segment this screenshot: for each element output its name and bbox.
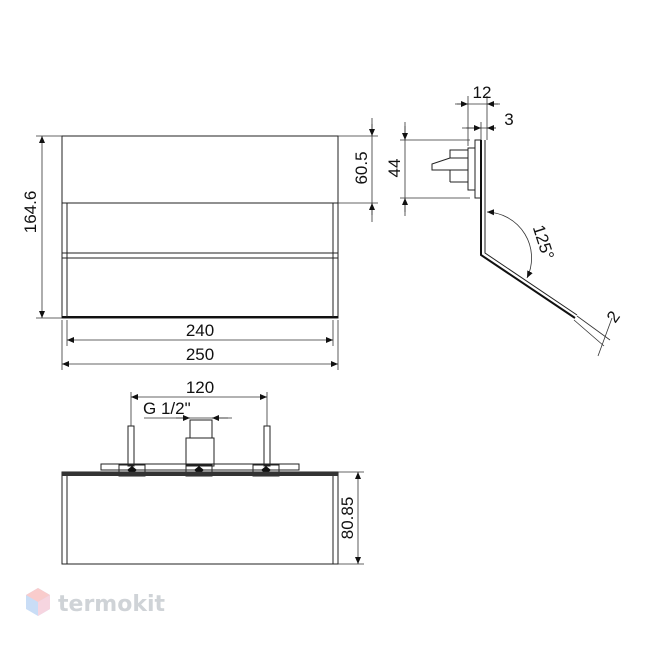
dim-side-top-height-label: 60.5 — [352, 151, 371, 184]
dim-top-depth: 80.85 — [338, 471, 364, 565]
brand-watermark: termokit — [26, 588, 165, 617]
dim-top-spacing-label: 120 — [186, 378, 214, 397]
dim-top-depth-label: 80.85 — [338, 497, 357, 540]
front-outline — [61, 135, 339, 319]
top-view — [61, 419, 339, 565]
dim-front-height-label: 164.6 — [21, 191, 40, 234]
dim-side-offset-3: 3 — [462, 110, 514, 140]
dim-top-thread-label: G 1/2" — [143, 399, 191, 418]
dim-side-thickness: 2 — [573, 308, 624, 357]
dim-top-thread: G 1/2" — [143, 399, 232, 421]
dim-top-spacing: 120 — [130, 378, 268, 426]
dim-side-plate-height: 44 — [385, 122, 470, 216]
dim-front-width-inner: 240 — [66, 320, 334, 346]
termokit-logo-icon — [26, 588, 50, 616]
brand-name: termokit — [58, 592, 165, 617]
dim-side-offset-12: 12 — [455, 83, 500, 146]
dim-side-angle: 125° — [486, 209, 558, 279]
dim-front-width-outer-label: 250 — [186, 345, 214, 364]
dim-side-top-height: 60.5 — [338, 118, 378, 222]
dim-side-thickness-label: 2 — [603, 308, 624, 327]
dim-side-offset-3-label: 3 — [504, 110, 513, 129]
dim-front-height: 164.6 — [21, 135, 62, 319]
dim-front-width-inner-label: 240 — [186, 321, 214, 340]
dim-side-angle-label: 125° — [529, 223, 558, 262]
dim-front-width-outer: 250 — [61, 320, 339, 370]
side-view — [431, 139, 578, 319]
dim-side-plate-height-label: 44 — [385, 159, 404, 178]
dim-side-offset-12-label: 12 — [473, 83, 492, 102]
front-view — [61, 135, 339, 319]
